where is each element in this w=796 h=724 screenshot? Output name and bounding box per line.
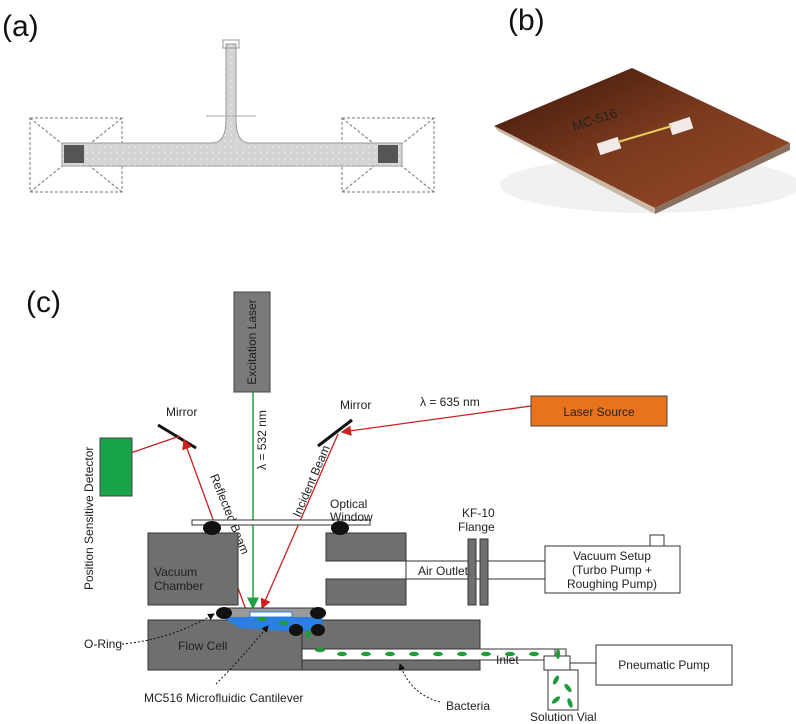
laser-source	[530, 395, 668, 427]
vacuum-setup-label-2: (Turbo Pump +	[572, 563, 652, 577]
vacuum-setup-label-3: Roughing Pump)	[567, 577, 657, 591]
excitation-laser-label: Excitation Laser	[245, 299, 259, 384]
optical-window-label-2: Window	[330, 510, 373, 524]
probe-wavelength-label: λ = 635 nm	[420, 395, 480, 409]
cantilever-pointer	[215, 625, 269, 685]
kf10-flange-b	[479, 538, 489, 606]
vacuum-chamber-label-2: Chamber	[154, 579, 203, 593]
flow-cell	[147, 607, 481, 671]
kf10-label-2: Flange	[458, 520, 495, 534]
cantilever-label: MC516 Microfluidic Cantilever	[144, 691, 303, 705]
cantilever-layout	[29, 39, 435, 193]
vacuum-chamber-label-1: Vacuum	[154, 565, 197, 579]
vacuum-chamber	[147, 521, 407, 606]
chip-photo: MC-516	[494, 68, 796, 214]
excitation-laser: Excitation Laser	[233, 291, 271, 393]
air-outlet-label: Air Outlet	[418, 564, 469, 578]
panel-a-label: (a)	[2, 10, 39, 43]
pneumatic-pump	[595, 644, 733, 686]
incident-beam-label: Incident Beam	[290, 443, 333, 519]
mirror-left-label: Mirror	[166, 405, 197, 419]
laser-source-label: Laser Source	[563, 405, 635, 419]
flow-cell-label: Flow Cell	[178, 639, 227, 653]
pneumatic-pump-label: Pneumatic Pump	[618, 658, 710, 672]
panel-c-label: (c)	[26, 286, 61, 319]
vacuum-setup	[544, 545, 681, 594]
kf10-flange-a	[467, 538, 477, 606]
psd-label: Position Sensitive Detector	[82, 447, 96, 590]
position-sensitive-detector	[99, 437, 133, 497]
o-ring-pointer	[121, 613, 215, 645]
optical-window-label-1: Optical	[330, 497, 367, 511]
bacteria-label: Bacteria	[446, 699, 490, 713]
vacuum-setup-label-1: Vacuum Setup	[573, 549, 651, 563]
o-ring-label: O-Ring	[84, 637, 122, 651]
excitation-wavelength-label: λ = 532 nm	[255, 410, 269, 470]
solution-vial	[547, 669, 579, 711]
mirror-right	[317, 418, 353, 448]
inlet-label: Inlet	[496, 653, 519, 667]
bacteria-pointer	[398, 663, 441, 703]
optical-window	[191, 519, 371, 526]
kf10-label-1: KF-10	[462, 506, 495, 520]
solution-vial-label: Solution Vial	[530, 710, 597, 724]
panel-b-label: (b)	[508, 4, 545, 37]
mirror-right-label: Mirror	[340, 398, 371, 412]
bacteria-stream	[257, 616, 573, 708]
